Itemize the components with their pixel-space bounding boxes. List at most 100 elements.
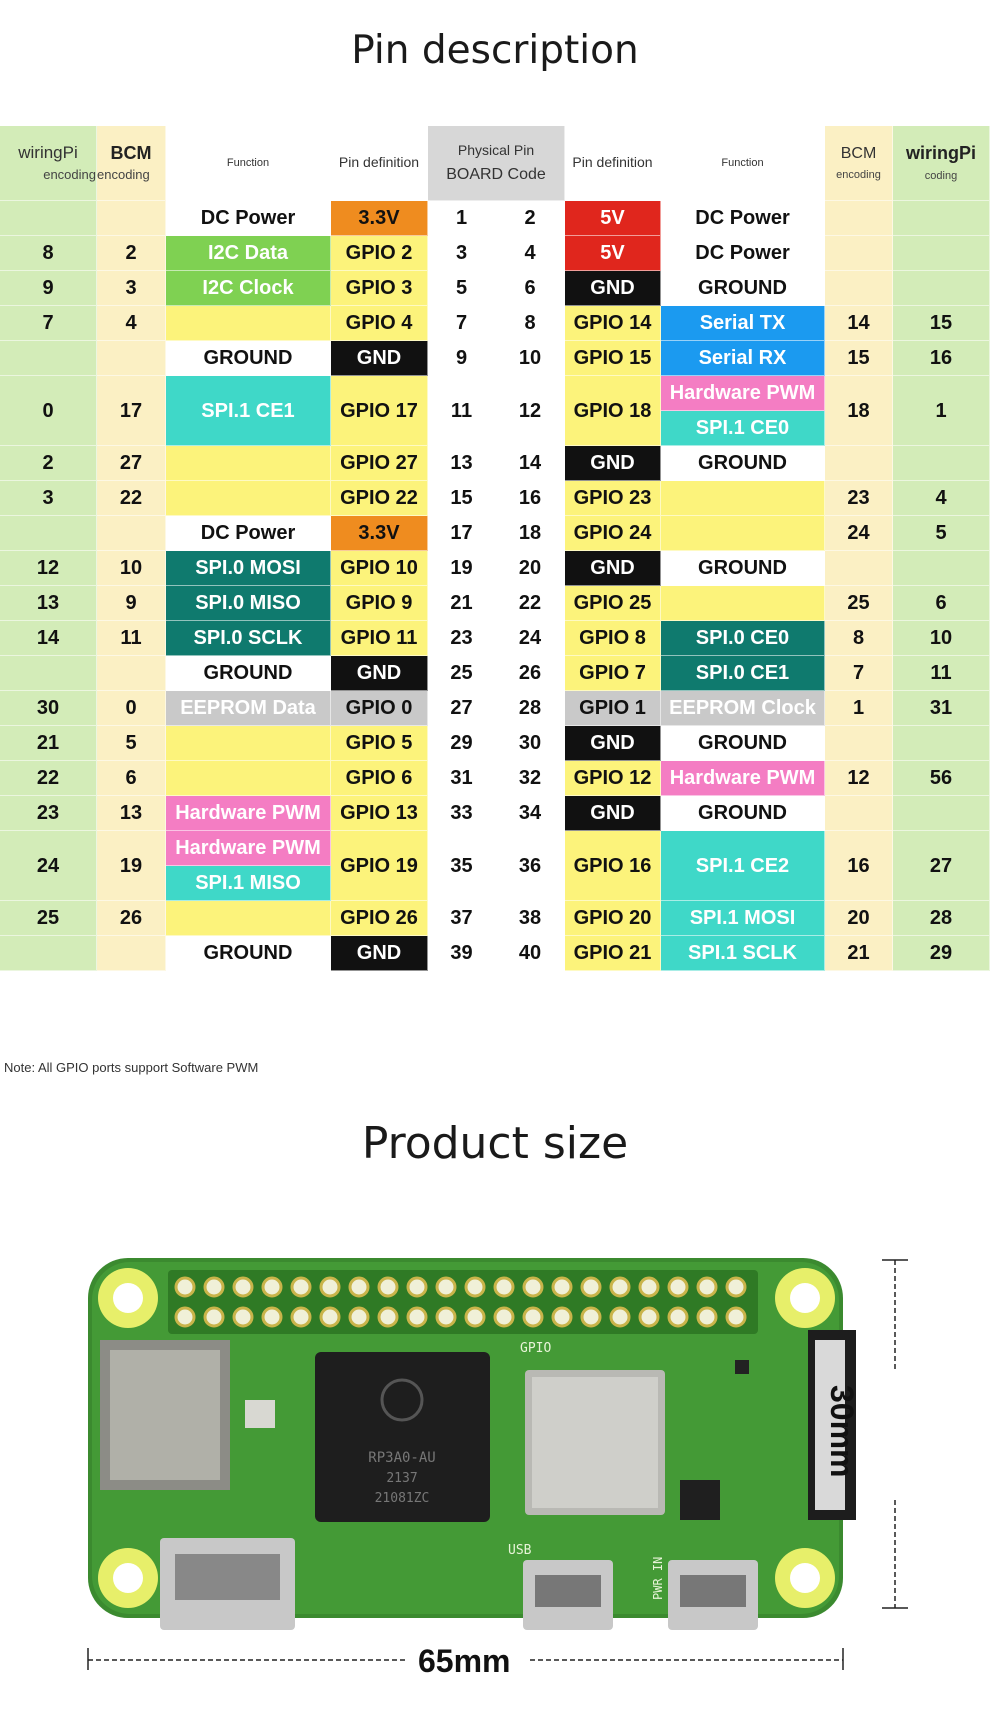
gpio-pin-hole bbox=[667, 1306, 689, 1328]
physical-pin-even: 34 bbox=[496, 796, 565, 831]
function-left-cell: SPI.0 SCLK bbox=[166, 621, 331, 656]
physical-pin-odd: 5 bbox=[428, 271, 496, 306]
physical-pin-odd: 23 bbox=[428, 621, 496, 656]
bcm-right-cell: 7 bbox=[825, 656, 893, 691]
pin-definition-right-cell: GPIO 24 bbox=[565, 516, 661, 551]
bcm-right-cell: 16 bbox=[825, 831, 893, 901]
gpio-pin-hole bbox=[522, 1276, 544, 1298]
physical-pin-even: 18 bbox=[496, 516, 565, 551]
gpio-pin-hole bbox=[174, 1306, 196, 1328]
wiringpi-left-cell: 13 bbox=[0, 586, 97, 621]
header-wiringpi-left: wiringPi encoding bbox=[0, 126, 97, 201]
gpio-pin-hole bbox=[493, 1306, 515, 1328]
wiringpi-left-cell bbox=[0, 656, 97, 691]
gpio-pin-hole bbox=[725, 1276, 747, 1298]
gpio-pin-hole bbox=[551, 1276, 573, 1298]
physical-pin-odd: 11 bbox=[428, 376, 496, 446]
function-right-cell: Serial TX bbox=[661, 306, 825, 341]
bcm-right-cell bbox=[825, 201, 893, 236]
wiringpi-left-cell: 8 bbox=[0, 236, 97, 271]
bcm-left-cell: 17 bbox=[97, 376, 166, 446]
gpio-pin-hole bbox=[232, 1306, 254, 1328]
function-left-cell bbox=[166, 726, 331, 761]
wiringpi-left-cell: 22 bbox=[0, 761, 97, 796]
function-right-cell: SPI.1 SCLK bbox=[661, 936, 825, 971]
wireless-shield-top bbox=[532, 1377, 658, 1508]
function-right-cell: SPI.1 CE2 bbox=[661, 831, 825, 901]
wiringpi-right-cell bbox=[893, 201, 990, 236]
pin-definition-left-cell: GPIO 4 bbox=[331, 306, 428, 341]
wiringpi-left-cell: 30 bbox=[0, 691, 97, 726]
pin-definition-left-cell: GPIO 2 bbox=[331, 236, 428, 271]
bcm-right-cell: 21 bbox=[825, 936, 893, 971]
header-physical-line2: BOARD Code bbox=[446, 165, 546, 183]
pin-definition-right-cell: GPIO 18 bbox=[565, 376, 661, 446]
function-right-cell: SPI.1 CE0 bbox=[661, 411, 825, 446]
gpio-pin-hole bbox=[493, 1276, 515, 1298]
gpio-pin-hole bbox=[435, 1276, 457, 1298]
function-right-cell: Serial RX bbox=[661, 341, 825, 376]
function-right-cell bbox=[661, 586, 825, 621]
gpio-pin-hole bbox=[174, 1276, 196, 1298]
function-left-cell: GROUND bbox=[166, 936, 331, 971]
bcm-left-cell: 6 bbox=[97, 761, 166, 796]
bcm-left-cell: 2 bbox=[97, 236, 166, 271]
wiringpi-right-cell: 28 bbox=[893, 901, 990, 936]
function-left-cell: I2C Clock bbox=[166, 271, 331, 306]
pwm-note: Note: All GPIO ports support Software PW… bbox=[4, 1060, 259, 1075]
bcm-right-cell bbox=[825, 726, 893, 761]
physical-pin-even: 32 bbox=[496, 761, 565, 796]
gpio-pin-hole bbox=[580, 1306, 602, 1328]
pin-definition-right-cell: GND bbox=[565, 796, 661, 831]
bcm-right-cell bbox=[825, 236, 893, 271]
function-left-cell: I2C Data bbox=[166, 236, 331, 271]
wiringpi-left-cell: 25 bbox=[0, 901, 97, 936]
gpio-header bbox=[168, 1270, 758, 1334]
pin-definition-right-cell: GND bbox=[565, 551, 661, 586]
wiringpi-left-cell bbox=[0, 341, 97, 376]
width-dimension-label: 65mm bbox=[418, 1643, 511, 1679]
physical-pin-even: 8 bbox=[496, 306, 565, 341]
board-illustration: GPIO RP3A0-AU 2137 21081ZC USB PWR IN bbox=[87, 1258, 908, 1670]
mounting-holes bbox=[98, 1268, 835, 1608]
header-physical-line1: Physical Pin bbox=[457, 141, 535, 158]
header-wiringpi-right: wiringPi coding bbox=[893, 126, 990, 201]
bcm-right-cell: 8 bbox=[825, 621, 893, 656]
bcm-left-cell: 19 bbox=[97, 831, 166, 901]
wiringpi-right-cell bbox=[893, 726, 990, 761]
pin-definition-right-cell: GND bbox=[565, 446, 661, 481]
gpio-pin-hole bbox=[377, 1276, 399, 1298]
pin-definition-left-cell: GPIO 11 bbox=[331, 621, 428, 656]
gpio-silk-label: GPIO bbox=[520, 1341, 551, 1356]
physical-pin-odd: 1 bbox=[428, 201, 496, 236]
function-left-cell: SPI.0 MISO bbox=[166, 586, 331, 621]
pin-definition-left-cell: GPIO 6 bbox=[331, 761, 428, 796]
physical-pin-odd: 13 bbox=[428, 446, 496, 481]
bcm-left-cell: 11 bbox=[97, 621, 166, 656]
bcm-left-cell: 4 bbox=[97, 306, 166, 341]
bcm-left-cell: 9 bbox=[97, 586, 166, 621]
pin-definition-right-cell: GPIO 8 bbox=[565, 621, 661, 656]
gpio-pin-hole bbox=[406, 1276, 428, 1298]
header-bcm-right-sub: encoding bbox=[836, 168, 881, 181]
pin-definition-right-cell: GND bbox=[565, 726, 661, 761]
function-left-cell: DC Power bbox=[166, 516, 331, 551]
physical-pin-even: 24 bbox=[496, 621, 565, 656]
wiringpi-left-cell: 14 bbox=[0, 621, 97, 656]
header-function-left: Function bbox=[166, 126, 331, 201]
gpio-pin-hole bbox=[377, 1306, 399, 1328]
wiringpi-right-cell: 29 bbox=[893, 936, 990, 971]
gpio-pin-hole bbox=[638, 1276, 660, 1298]
gpio-pin-hole bbox=[696, 1276, 718, 1298]
header-bcm-left-title: BCM bbox=[110, 142, 152, 163]
physical-pin-even: 4 bbox=[496, 236, 565, 271]
pin-definition-right-cell: GPIO 25 bbox=[565, 586, 661, 621]
physical-pin-even: 20 bbox=[496, 551, 565, 586]
pin-definition-right-cell: GPIO 20 bbox=[565, 901, 661, 936]
function-left-cell: Hardware PWM bbox=[166, 796, 331, 831]
physical-pin-odd: 31 bbox=[428, 761, 496, 796]
header-function-right: Function bbox=[661, 126, 825, 201]
gpio-pin-hole bbox=[203, 1276, 225, 1298]
gpio-pin-hole bbox=[638, 1306, 660, 1328]
header-wiringpi-left-title: wiringPi bbox=[18, 142, 78, 162]
